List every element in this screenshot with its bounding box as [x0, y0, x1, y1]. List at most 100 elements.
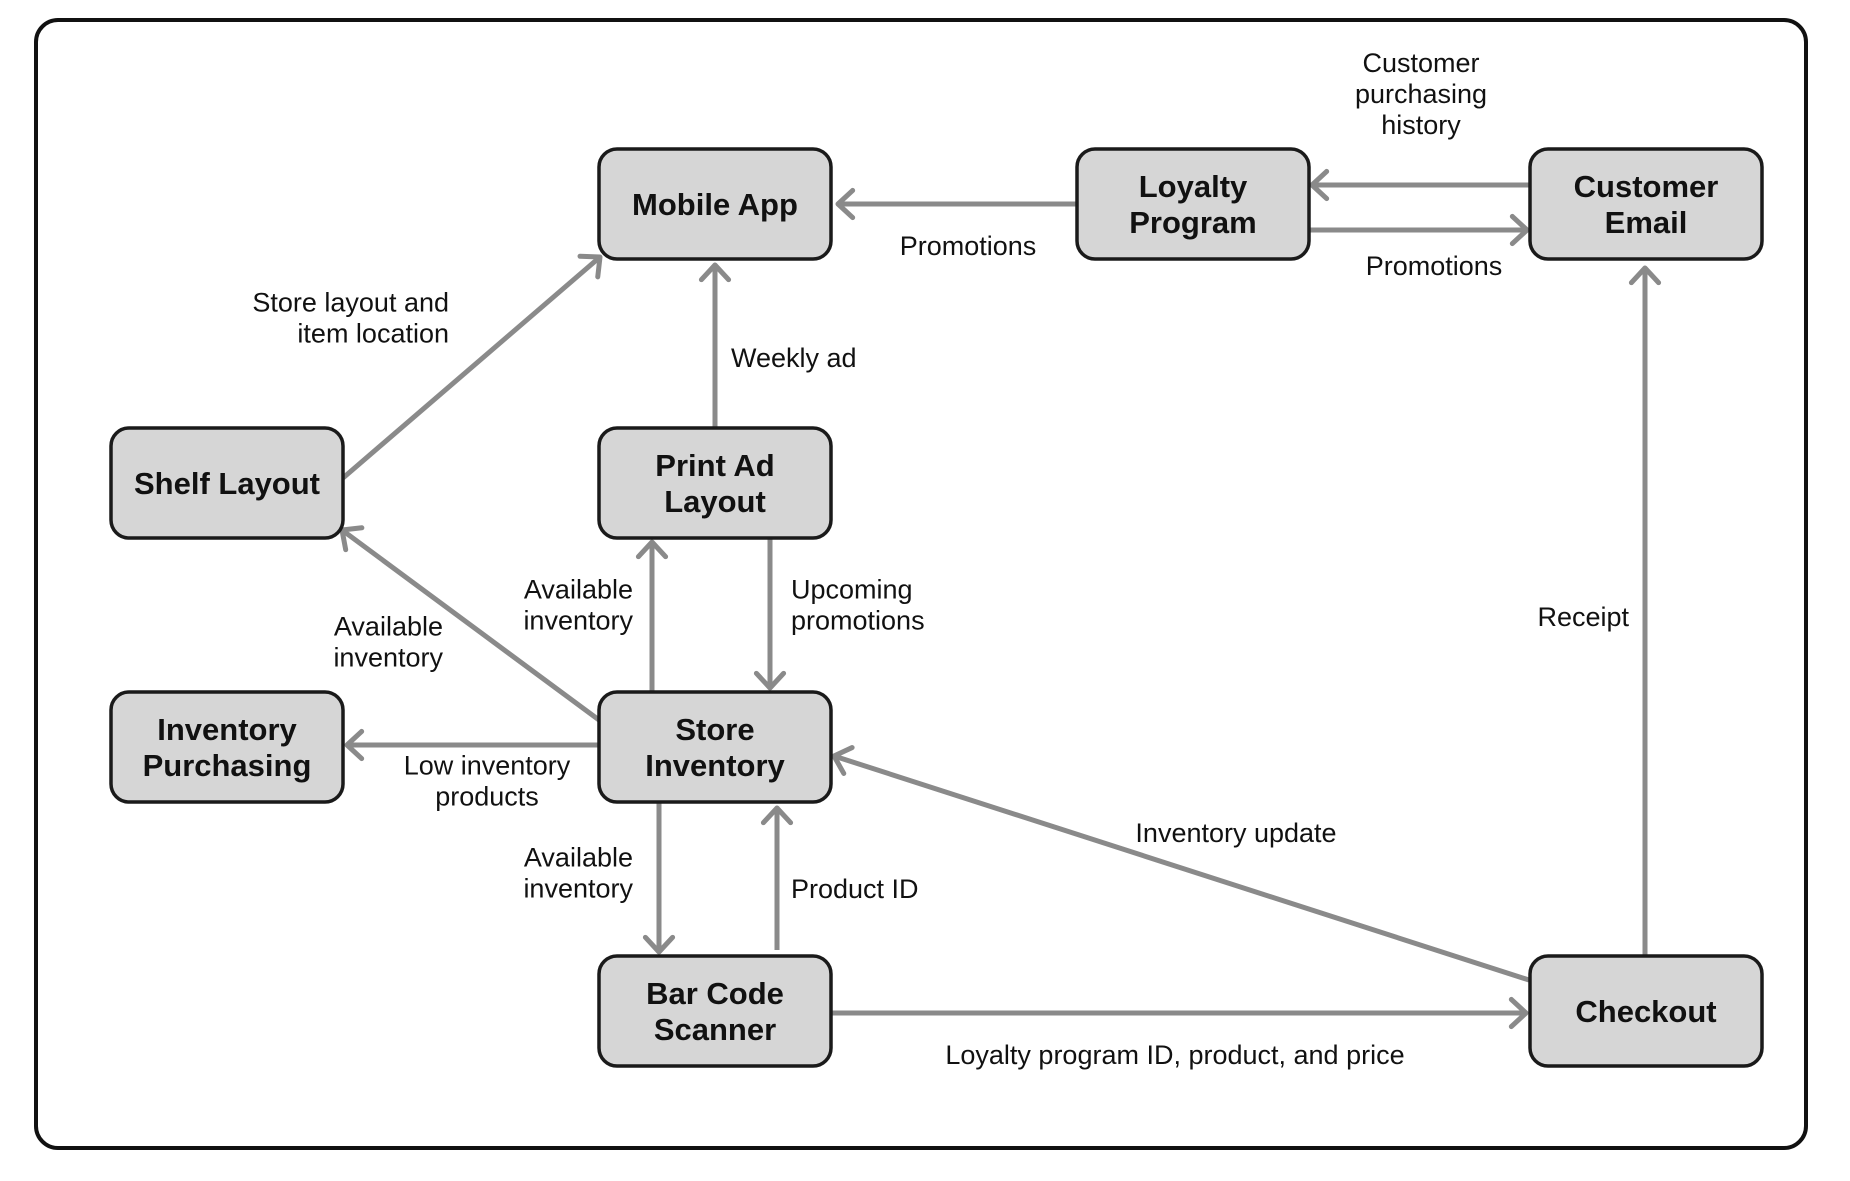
edge-line — [341, 255, 602, 480]
arrowhead — [1508, 996, 1529, 1030]
node-label: Scanner — [654, 1012, 776, 1047]
node-box — [109, 426, 345, 540]
edge-label-group: Loyalty program ID, product, and price — [945, 1040, 1404, 1070]
node-box — [597, 690, 833, 804]
edge-label: Product ID — [791, 874, 919, 904]
edge-label: item location — [297, 319, 449, 349]
edge-checkout-to-store-inventory — [831, 745, 1530, 983]
edge-bar-code-scanner-to-checkout — [831, 996, 1529, 1030]
node-checkout: Checkout — [1528, 954, 1764, 1068]
edge-label-group: Inventory update — [1135, 818, 1336, 848]
arrowhead — [835, 187, 856, 221]
node-box — [597, 954, 833, 1068]
arrowhead — [753, 670, 787, 691]
node-label: Inventory — [645, 748, 785, 783]
node-shelf-layout: Shelf Layout — [109, 426, 345, 540]
node-label: Mobile App — [632, 187, 798, 222]
node-label: Customer — [1574, 169, 1719, 204]
edge-loyalty-program-to-mobile-app — [835, 187, 1077, 221]
node-label: Checkout — [1575, 994, 1716, 1029]
edge-label-group: Weekly ad — [731, 343, 857, 373]
arrowhead — [1309, 168, 1330, 202]
arrowhead — [577, 253, 603, 280]
node-label: Store — [675, 712, 754, 747]
node-label: Inventory — [157, 712, 297, 747]
edge-label: Upcoming — [791, 575, 913, 605]
edge-label: promotions — [791, 606, 925, 636]
edge-label: Available — [524, 843, 633, 873]
node-mobile-app: Mobile App — [597, 147, 833, 261]
node-label: Program — [1129, 205, 1256, 240]
node-label: Shelf Layout — [134, 466, 320, 501]
edge-label: Loyalty program ID, product, and price — [945, 1040, 1404, 1070]
node-box — [1528, 954, 1764, 1068]
node-label: Purchasing — [143, 748, 312, 783]
node-label: Email — [1605, 205, 1688, 240]
edge-label: inventory — [523, 874, 633, 904]
node-label: Layout — [664, 484, 766, 519]
edge-customer-email-to-loyalty-program — [1309, 168, 1530, 202]
diagram-frame — [34, 18, 1808, 1150]
edge-print-ad-layout-to-store-inventory — [753, 538, 787, 691]
edge-label: Weekly ad — [731, 343, 857, 373]
edge-label: Promotions — [1366, 251, 1503, 281]
edge-label-group: Receipt — [1537, 602, 1629, 632]
edge-line — [833, 753, 1530, 983]
arrowhead — [344, 728, 365, 762]
edge-label: inventory — [333, 643, 443, 673]
edge-label: Low inventory — [404, 751, 571, 781]
edge-label-group: Product ID — [791, 874, 919, 904]
node-box — [109, 690, 345, 804]
edge-print-ad-layout-to-mobile-app — [698, 262, 732, 428]
edge-shelf-layout-to-mobile-app — [341, 253, 603, 480]
edge-bar-code-scanner-to-store-inventory — [760, 805, 794, 950]
edge-label: Available — [524, 575, 633, 605]
node-label: Bar Code — [646, 976, 784, 1011]
node-box — [1528, 147, 1764, 261]
node-box — [597, 426, 833, 540]
arrowhead — [831, 745, 855, 776]
edge-label: history — [1381, 110, 1461, 140]
edge-label: Store layout and — [252, 288, 449, 318]
edge-label: Inventory update — [1135, 818, 1336, 848]
edge-label: products — [435, 782, 539, 812]
node-box — [597, 147, 833, 261]
arrowhead — [698, 262, 732, 283]
edge-loyalty-program-to-customer-email — [1309, 213, 1530, 247]
edge-label: Promotions — [900, 231, 1037, 261]
edge-store-inventory-to-bar-code-scanner — [642, 802, 676, 955]
node-label: Loyalty — [1139, 169, 1248, 204]
edge-label: inventory — [523, 606, 633, 636]
arrowhead — [635, 539, 669, 560]
edge-label-group: Promotions — [900, 231, 1037, 261]
edge-store-inventory-to-print-ad-layout — [635, 539, 669, 692]
edge-label: purchasing — [1355, 79, 1487, 109]
node-label: Print Ad — [655, 448, 774, 483]
arrowhead — [1509, 213, 1530, 247]
edge-store-inventory-to-inventory-purchasing — [344, 728, 599, 762]
edge-checkout-to-customer-email — [1628, 265, 1662, 956]
arrowhead — [642, 934, 676, 955]
edge-label-group: Promotions — [1366, 251, 1503, 281]
arrowhead — [760, 805, 794, 826]
edge-label: Receipt — [1537, 602, 1629, 632]
edge-line — [340, 527, 601, 723]
edge-label: Available — [334, 612, 443, 642]
edge-label: Customer — [1362, 48, 1479, 78]
node-box — [1075, 147, 1311, 261]
arrowhead — [1628, 265, 1662, 286]
